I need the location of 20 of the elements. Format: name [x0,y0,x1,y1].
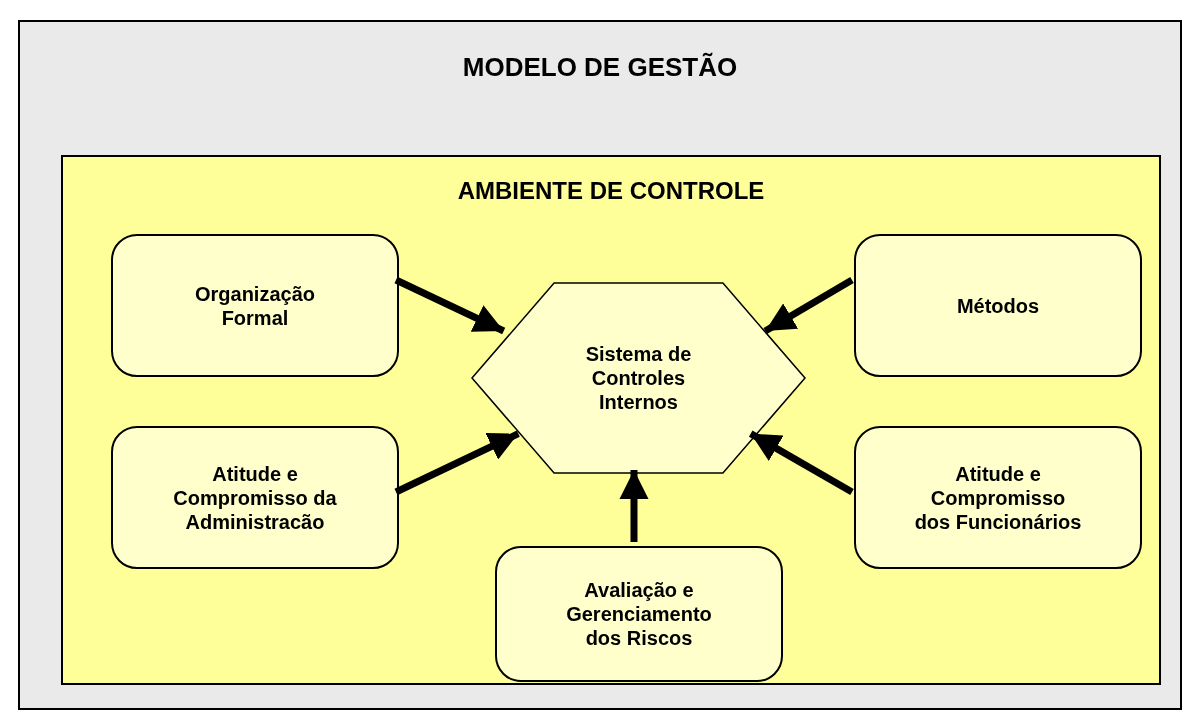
arrow [763,277,854,334]
panel-heading: MODELO DE GESTÃO [461,52,739,83]
environment-panel [61,155,1161,685]
hexagon-shape [471,282,806,474]
node-label: Métodos [956,293,1040,318]
rounded-box [495,546,783,682]
rounded-box [111,426,399,569]
arrow [394,430,520,496]
rounded-box [854,426,1142,569]
node-label: Atitude e Compromisso da Administracão [172,461,338,534]
arrow [394,276,506,335]
node-label: Sistema de Controles Internos [584,342,693,414]
node-label: Organização Formal [193,281,316,330]
outer-frame [18,20,1182,710]
arrow [748,430,854,496]
rounded-box [111,234,399,377]
rounded-box [854,234,1142,377]
node-label: Atitude e Compromisso dos Funcionários [913,461,1083,534]
node-label: Avaliação e Gerenciamento dos Riscos [565,578,713,650]
panel-heading: AMBIENTE DE CONTROLE [456,177,766,205]
